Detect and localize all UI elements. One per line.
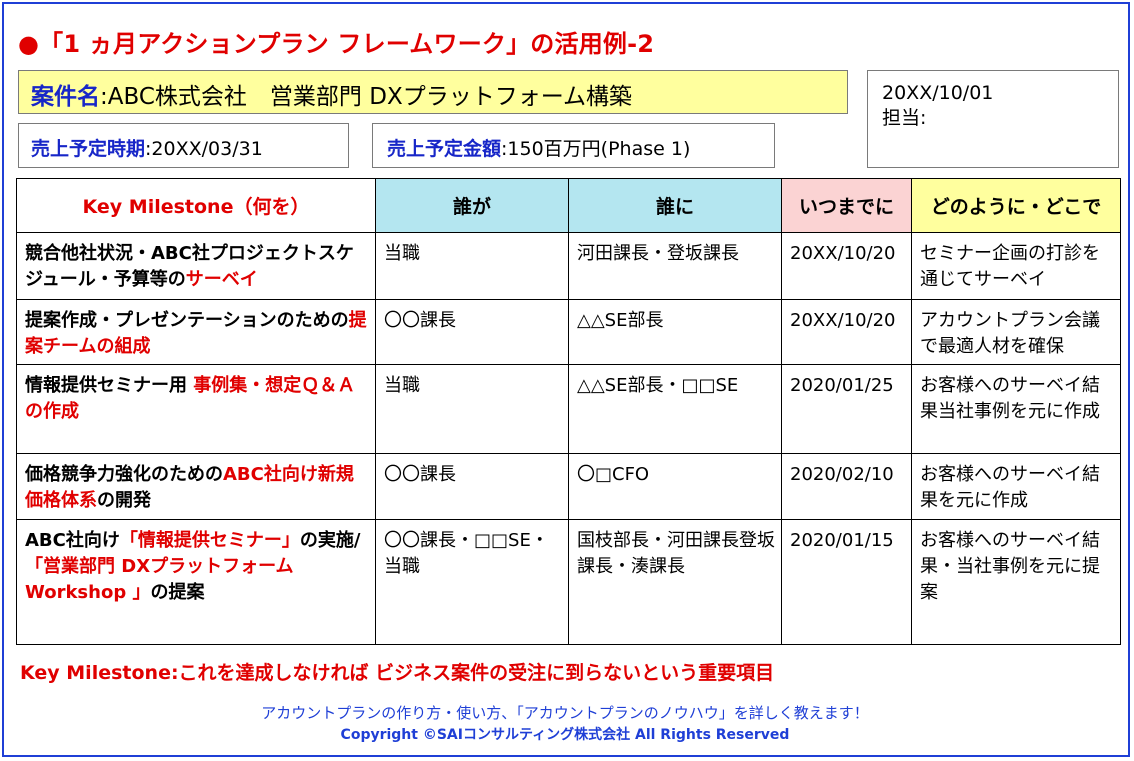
sales-date-label: 売上予定時期 (31, 138, 146, 160)
milestone-text-tail: の提案 (150, 582, 205, 603)
how-cell: アカウントプラン会議で最適人材を確保 (911, 299, 1121, 365)
by-when-cell: 2020/02/10 (781, 453, 912, 520)
table-row: 競合他社状況・ABC社プロジェクトスケジュール・予算等のサーベイ 当職 河田課長… (16, 232, 1121, 300)
case-name-sep: : (100, 84, 108, 110)
milestone-cell: 価格競争力強化のためのABC社向け新規価格体系の開発 (16, 453, 376, 520)
footer-tagline: アカウントプランの作り方・使い方、「アカウントプランのノウハウ」を詳しく教えます… (261, 704, 869, 722)
milestone-text-mid: の実施/ (299, 530, 361, 551)
how-cell: お客様へのサーベイ結果を元に作成 (911, 453, 1121, 520)
header-how: どのように・どこで (911, 178, 1121, 233)
sales-amount-box: 売上予定金額:150百万円(Phase 1) (372, 123, 775, 168)
footer-copyright: Copyright ©SAIコンサルティング株式会社 All Rights Re… (340, 727, 790, 743)
to-whom-cell: 河田課長・登坂課長 (568, 232, 782, 300)
header-to-whom: 誰に (568, 178, 782, 233)
table-row: 価格競争力強化のためのABC社向け新規価格体系の開発 〇〇課長 〇□CFO 20… (16, 453, 1121, 520)
milestone-cell: 競合他社状況・ABC社プロジェクトスケジュール・予算等のサーベイ (16, 232, 376, 300)
info-date: 20XX/10/01 (882, 82, 994, 104)
table-row: 提案作成・プレゼンテーションのための提案チームの組成 〇〇課長 △△SE部長 2… (16, 299, 1121, 365)
milestone-cell: 情報提供セミナー用 事例集・想定Ｑ＆Ａの作成 (16, 364, 376, 454)
milestone-highlight: サーベイ (185, 269, 258, 290)
milestone-text: 競合他社状況・ABC社プロジェクトスケジュール・予算等の (25, 243, 354, 290)
sales-date-box: 売上予定時期:20XX/03/31 (18, 123, 349, 168)
info-owner: 担当: (882, 107, 927, 129)
how-cell: お客様へのサーベイ結果・当社事例を元に提案 (911, 519, 1121, 645)
how-cell: セミナー企画の打診を通じてサーベイ (911, 232, 1121, 300)
by-when-cell: 20XX/10/20 (781, 232, 912, 300)
sales-date-value: 20XX/03/31 (151, 138, 263, 160)
info-box: 20XX/10/01 担当: (867, 70, 1119, 168)
table-row: 情報提供セミナー用 事例集・想定Ｑ＆Ａの作成 当職 △△SE部長・□□SE 20… (16, 364, 1121, 454)
header-milestone: Key Milestone（何を） (16, 178, 376, 233)
milestone-highlight: 「情報提供セミナー」 (119, 530, 300, 551)
by-when-cell: 20XX/10/20 (781, 299, 912, 365)
milestone-highlight: ABC社向け新規価格体系 (25, 464, 354, 511)
milestone-cell: 提案作成・プレゼンテーションのための提案チームの組成 (16, 299, 376, 365)
page-title: ●「1 ヵ月アクションプラン フレームワーク」の活用例-2 (18, 30, 655, 58)
key-milestone-note: Key Milestone:これを達成しなければ ビジネス案件の受注に到らないと… (20, 662, 775, 684)
how-cell: お客様へのサーベイ結果当社事例を元に作成 (911, 364, 1121, 454)
milestone-text: 提案作成・プレゼンテーションのための (25, 310, 349, 331)
milestone-table: Key Milestone（何を） 誰が 誰に いつまでに どのように・どこで … (16, 178, 1121, 645)
to-whom-cell: △△SE部長 (568, 299, 782, 365)
milestone-text-tail: の開発 (97, 490, 151, 511)
to-whom-cell: 〇□CFO (568, 453, 782, 520)
table-row: ABC社向け「情報提供セミナー」の実施/「営業部門 DXプラットフォーム Wor… (16, 519, 1121, 645)
sales-amount-sep: : (501, 138, 508, 160)
who-cell: 当職 (375, 232, 569, 300)
case-name-value: ABC株式会社 営業部門 DXプラットフォーム構築 (107, 84, 633, 110)
case-name-label: 案件名 (31, 84, 100, 110)
header-who: 誰が (375, 178, 569, 233)
milestone-text: 価格競争力強化のための (25, 464, 223, 485)
who-cell: 〇〇課長・□□SE・当職 (375, 519, 569, 645)
case-name-box: 案件名:ABC株式会社 営業部門 DXプラットフォーム構築 (18, 70, 848, 114)
milestone-highlight: 提案チームの組成 (25, 310, 367, 357)
to-whom-cell: △△SE部長・□□SE (568, 364, 782, 454)
who-cell: 当職 (375, 364, 569, 454)
milestone-cell: ABC社向け「情報提供セミナー」の実施/「営業部門 DXプラットフォーム Wor… (16, 519, 376, 645)
sales-date-sep: : (145, 138, 152, 160)
milestone-text: 情報提供セミナー用 (25, 375, 194, 396)
milestone-highlight: 事例集・想定Ｑ＆Ａの作成 (25, 375, 356, 422)
milestone-text: ABC社向け (25, 530, 120, 551)
table-header-row: Key Milestone（何を） 誰が 誰に いつまでに どのように・どこで (16, 178, 1121, 233)
by-when-cell: 2020/01/15 (781, 519, 912, 645)
who-cell: 〇〇課長 (375, 299, 569, 365)
who-cell: 〇〇課長 (375, 453, 569, 520)
by-when-cell: 2020/01/25 (781, 364, 912, 454)
milestone-highlight-2: 「営業部門 DXプラットフォーム Workshop 」 (25, 556, 294, 603)
header-by-when: いつまでに (781, 178, 912, 233)
sales-amount-value: 150百万円(Phase 1) (507, 138, 691, 160)
sales-amount-label: 売上予定金額 (387, 138, 502, 160)
to-whom-cell: 国枝部長・河田課長登坂課長・湊課長 (568, 519, 782, 645)
